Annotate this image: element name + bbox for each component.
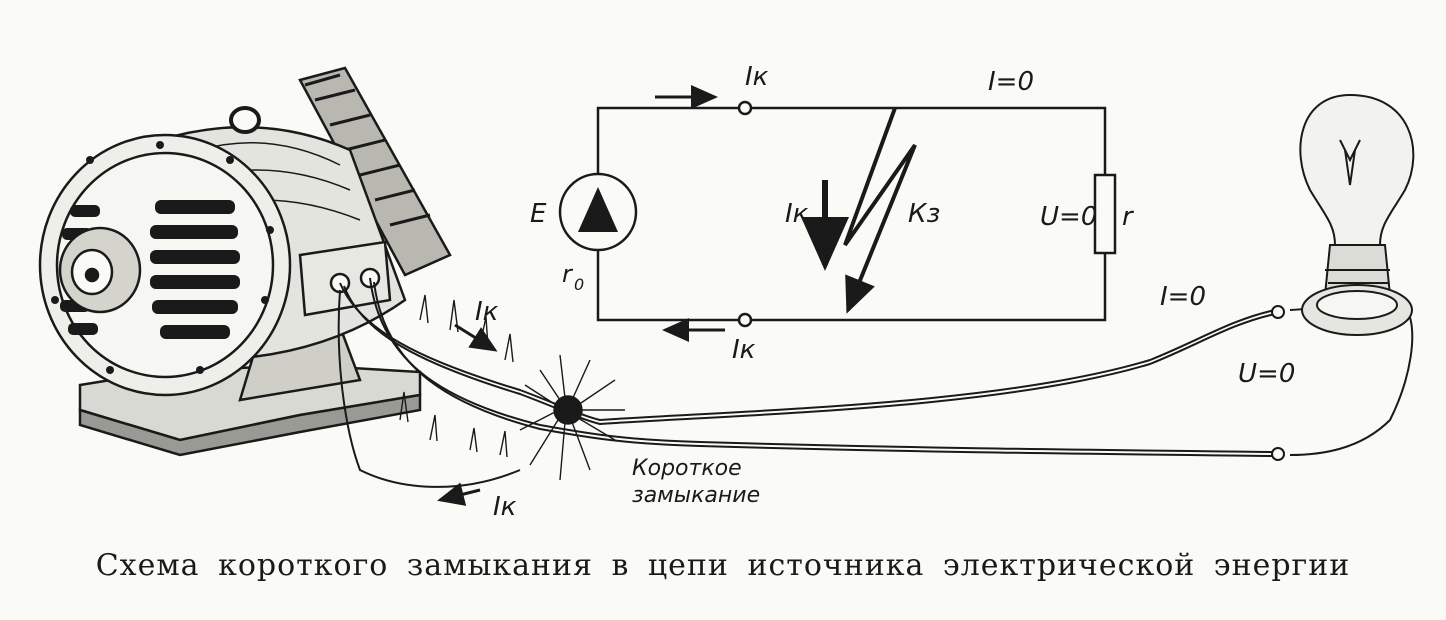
load-resistor-label: r	[1122, 202, 1135, 232]
short-circuit-label-line1: Короткое	[632, 456, 742, 481]
internal-resistance-label: r	[562, 260, 574, 288]
load-current-label: I=0	[988, 67, 1034, 97]
lamp-voltage-label: U=0	[1238, 359, 1295, 389]
schematic	[558, 85, 1117, 342]
wire-current-label-2: Iк	[493, 492, 517, 522]
current-top-label: Iк	[745, 62, 769, 92]
lamp-current-label: I=0	[1160, 282, 1206, 312]
internal-resistance-sub: 0	[574, 275, 584, 294]
figure-caption: Схема короткого замыкания в цепи источни…	[95, 548, 1351, 583]
generator	[38, 66, 452, 457]
current-bottom-label: Iк	[732, 335, 756, 365]
short-circuit-label-line2: замыкание	[632, 483, 760, 508]
load-voltage-label: U=0	[1040, 202, 1097, 232]
lamp	[1299, 93, 1415, 336]
short-label: Кз	[908, 199, 940, 229]
short-circuit-bolt	[843, 107, 917, 314]
current-short-label: Iк	[785, 199, 809, 229]
wire-current-label-1: Iк	[475, 297, 499, 327]
source-label: E	[530, 199, 547, 229]
short-circuit-sparks	[399, 294, 625, 481]
load-resistor	[1093, 173, 1117, 255]
wire-arrows	[437, 323, 498, 506]
